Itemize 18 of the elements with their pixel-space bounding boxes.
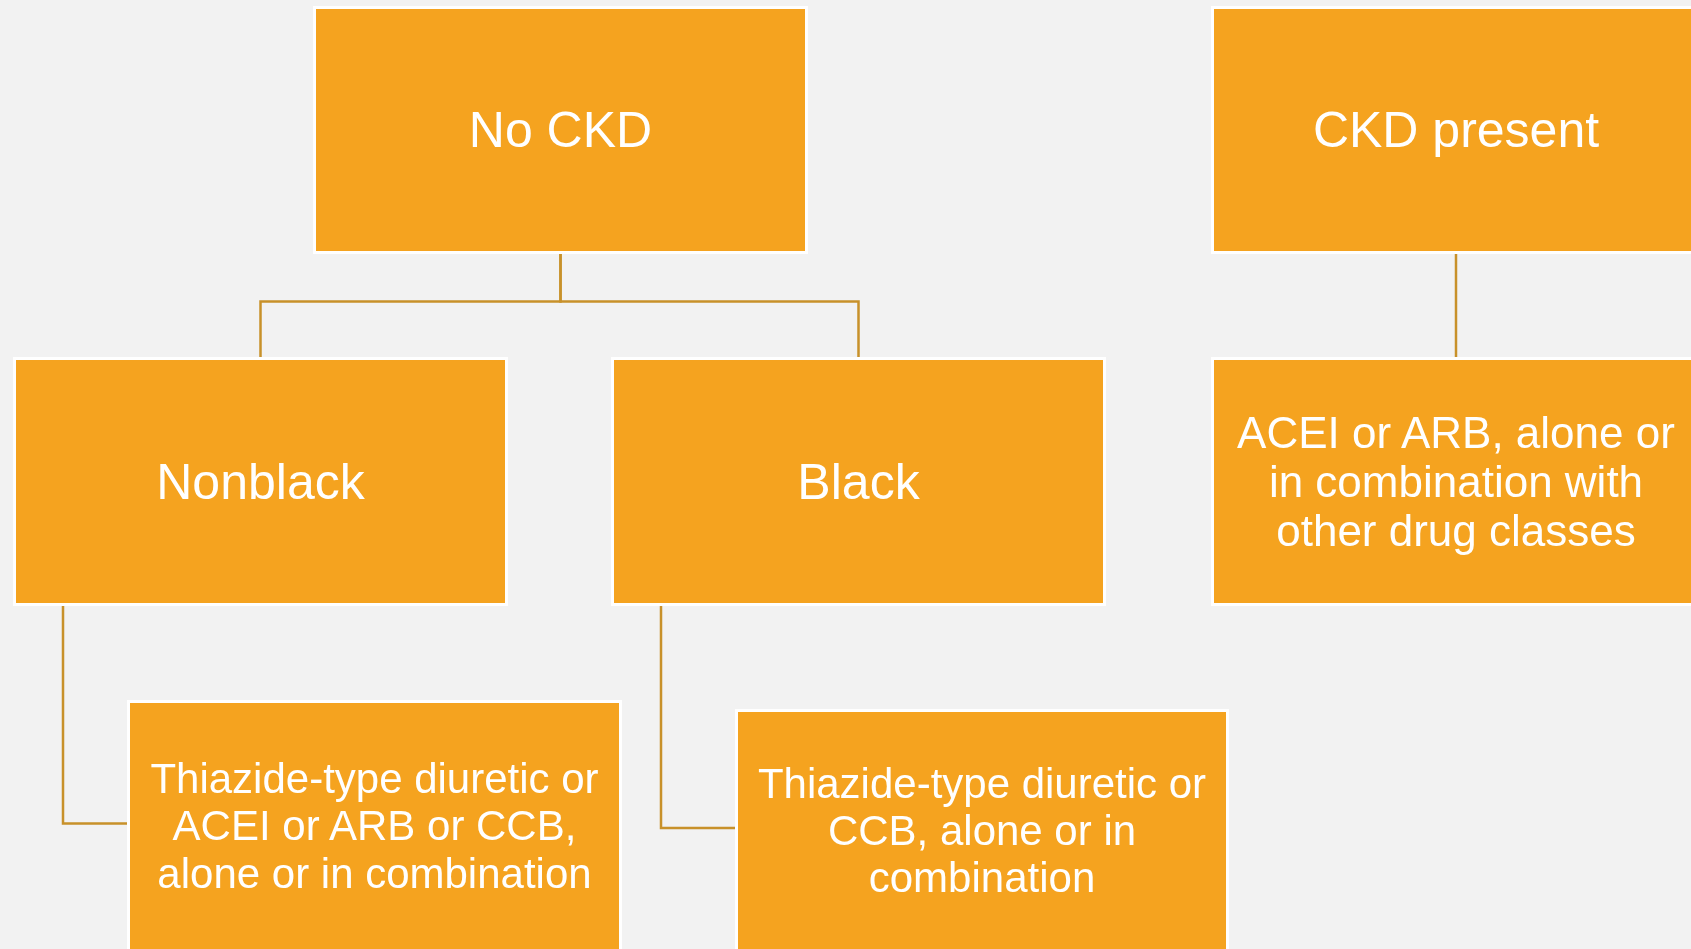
process-box xyxy=(611,357,1106,606)
box-label: Nonblack xyxy=(156,453,365,510)
process-box xyxy=(1211,6,1691,254)
process-box xyxy=(13,357,508,606)
box-label: CKD present xyxy=(1312,102,1600,158)
box-label: Thiazide-type diuretic or CCB, alone or in combination xyxy=(756,759,1208,902)
box-label: Thiazide-type diuretic or ACEI or ARB or CCB, alone or in combination xyxy=(149,755,600,897)
box-label: Black xyxy=(797,453,920,510)
connector-line xyxy=(1454,254,1458,357)
process-box xyxy=(1211,357,1691,606)
process-box xyxy=(313,6,808,254)
connector-line xyxy=(61,606,127,825)
connector-line xyxy=(659,606,735,830)
connector-line xyxy=(559,254,860,357)
process-box xyxy=(127,700,622,949)
box-label: ACEI or ARB, alone or in combination with other drug classes xyxy=(1236,407,1676,556)
process-box xyxy=(735,709,1229,949)
box-label: No CKD xyxy=(468,102,653,158)
